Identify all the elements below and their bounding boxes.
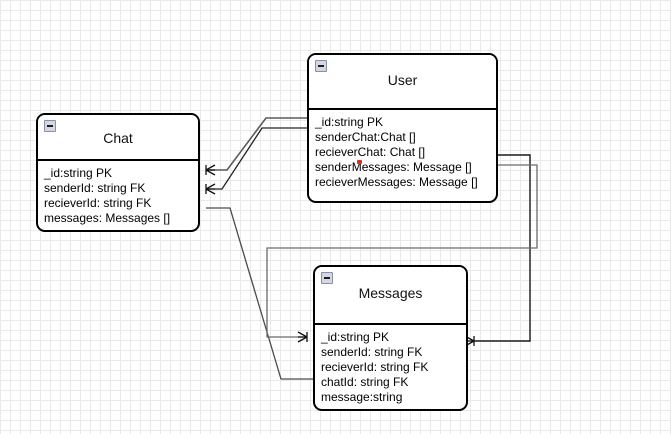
field: message:string bbox=[321, 390, 403, 404]
field: _id:string PK bbox=[44, 166, 113, 180]
entity-messages-header: Messages bbox=[315, 267, 466, 325]
field: senderId: string FK bbox=[44, 181, 146, 195]
field: messages: Messages [] bbox=[44, 211, 171, 225]
entity-messages-title: Messages bbox=[358, 285, 423, 301]
entity-chat-header: Chat bbox=[38, 115, 198, 161]
entity-user[interactable]: User _id:string PK senderChat:Chat [] re… bbox=[307, 53, 498, 203]
spellcheck-underline bbox=[357, 160, 362, 164]
minus-icon[interactable] bbox=[321, 272, 333, 284]
field: _id:string PK bbox=[315, 115, 384, 129]
entity-chat[interactable]: Chat _id:string PK senderId: string FK r… bbox=[36, 113, 200, 232]
minus-icon[interactable] bbox=[315, 60, 327, 72]
entity-user-fields: _id:string PK senderChat:Chat [] recieve… bbox=[309, 110, 496, 194]
entity-chat-title: Chat bbox=[103, 130, 133, 146]
entity-messages[interactable]: Messages _id:string PK senderId: string … bbox=[313, 265, 468, 411]
field: recieverMessages: Message [] bbox=[315, 175, 478, 189]
entity-messages-fields: _id:string PK senderId: string FK reciev… bbox=[315, 325, 466, 409]
entity-user-title: User bbox=[387, 72, 418, 88]
connector-chat-messages bbox=[206, 207, 313, 380]
field: _id:string PK bbox=[321, 330, 390, 344]
entity-chat-fields: _id:string PK senderId: string FK reciev… bbox=[38, 161, 198, 230]
connector-user-chat-sender bbox=[205, 117, 307, 176]
field: recieverId: string FK bbox=[44, 196, 152, 210]
connector-user-chat-reciever bbox=[205, 127, 307, 195]
minus-icon[interactable] bbox=[44, 120, 56, 132]
field: recieverChat: Chat [] bbox=[315, 145, 426, 159]
entity-user-header: User bbox=[309, 55, 496, 110]
field: chatId: string FK bbox=[321, 375, 409, 389]
field: senderId: string FK bbox=[321, 345, 423, 359]
field: recieverId: string FK bbox=[321, 360, 429, 374]
field: senderChat:Chat [] bbox=[315, 130, 416, 144]
field: senderMessages: Message [] bbox=[315, 160, 472, 174]
